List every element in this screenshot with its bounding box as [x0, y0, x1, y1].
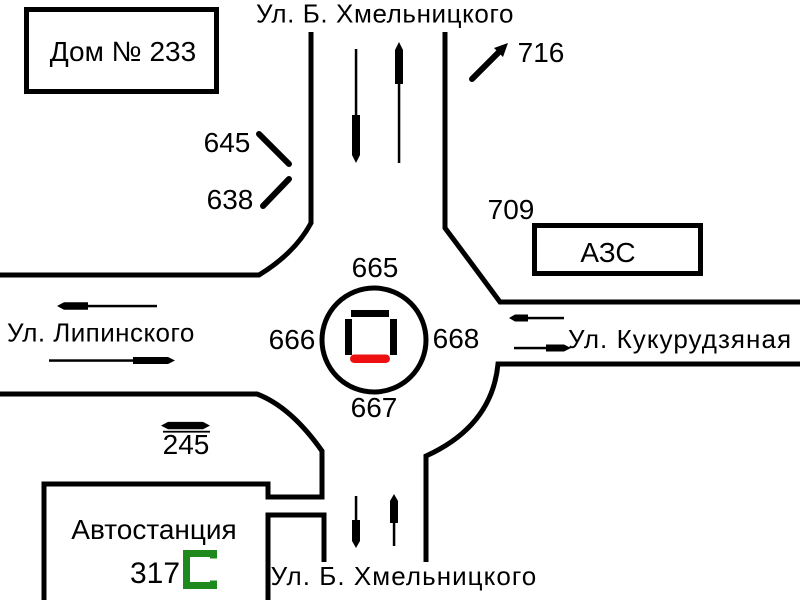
- lane-arrow-east-left: [509, 314, 564, 322]
- lane-arrow-east-right: [514, 344, 571, 352]
- traffic-light-red-bar: [350, 354, 390, 363]
- east-street-label: Ул. Кукурудзяная: [568, 324, 792, 354]
- lane-arrow-north-up-shaft: [397, 80, 401, 163]
- sign-stroke-645: [256, 131, 292, 167]
- marker-638: 638: [207, 184, 254, 215]
- lane-arrow-west-right-head: [133, 357, 175, 364]
- sign-stroke-638: [260, 176, 292, 209]
- lane-arrow-west-right-shaft: [49, 359, 135, 362]
- gas-station-label: АЗС: [580, 237, 635, 268]
- lane-arrow-south-down-shaft: [354, 496, 358, 523]
- marker-666: 666: [269, 324, 316, 355]
- marker-645: 645: [204, 127, 251, 158]
- traffic-light-top-bar: [351, 310, 389, 317]
- roundabout-circle: [319, 285, 429, 395]
- road-edge-busstation-right: [265, 512, 327, 600]
- road-edge-south-east: [423, 361, 800, 565]
- bus-station-label: Автостанция: [71, 514, 236, 545]
- marker-709: 709: [488, 194, 535, 225]
- lane-arrow-north-down-head: [352, 115, 360, 163]
- sign-stroke-716-head: [494, 43, 508, 57]
- road-edge-north-east: [442, 32, 800, 305]
- south-street-label: Ул. Б. Хмельницкого: [271, 561, 538, 591]
- sign-strokes: [256, 49, 502, 209]
- lane-arrow-west-left-head: [57, 302, 88, 310]
- lane-arrow-east-left-shaft: [527, 316, 564, 320]
- marker-245-bar-shape: [161, 421, 210, 430]
- traffic-light-left-bar: [345, 319, 352, 355]
- lane-arrow-south-up-shaft: [392, 521, 396, 546]
- house-233-label: Дом № 233: [50, 36, 196, 67]
- lane-arrow-north-up: [395, 42, 403, 163]
- marker-317: 317: [130, 557, 180, 590]
- lane-arrow-south-down: [352, 496, 360, 548]
- lane-arrow-east-right-shaft: [514, 346, 547, 350]
- marker-667: 667: [351, 392, 398, 423]
- lane-arrow-south-up-head: [390, 494, 398, 523]
- marker-668: 668: [433, 323, 480, 354]
- house-233-box: [24, 7, 219, 94]
- road-edge-north-west: [0, 32, 314, 278]
- green-signal-icon: [183, 550, 217, 589]
- lane-arrow-west-left-shaft: [86, 304, 157, 308]
- lane-arrow-north-down: [352, 49, 360, 163]
- gas-station-box: [532, 223, 703, 276]
- lane-arrow-south-up: [390, 494, 398, 546]
- traffic-light-right-bar: [390, 319, 397, 355]
- marker-665: 665: [352, 252, 399, 283]
- road-edges: [0, 32, 800, 600]
- lane-arrow-east-right-head: [546, 344, 571, 352]
- south-street-label-backing: [271, 562, 543, 596]
- road-edge-south-west-busstation: [0, 391, 325, 600]
- traffic-light-icon: [345, 310, 397, 363]
- marker-245-bar: [161, 421, 210, 433]
- lane-arrow-west-right: [49, 357, 175, 364]
- lane-arrow-east-left-head: [509, 314, 528, 322]
- lane-arrows: [49, 42, 571, 548]
- lane-arrow-west-left: [57, 302, 157, 310]
- lane-arrow-north-up-head: [395, 42, 403, 84]
- lane-arrow-north-down-shaft: [354, 49, 358, 119]
- north-street-label: Ул. Б. Хмельницкого: [256, 0, 514, 29]
- west-street-label: Ул. Липинского: [7, 318, 195, 348]
- marker-245-bar-underline: [163, 430, 210, 433]
- lane-arrow-south-down-head: [352, 520, 360, 548]
- marker-716: 716: [518, 37, 565, 68]
- marker-245: 245: [163, 429, 210, 460]
- sign-stroke-716: [469, 49, 502, 82]
